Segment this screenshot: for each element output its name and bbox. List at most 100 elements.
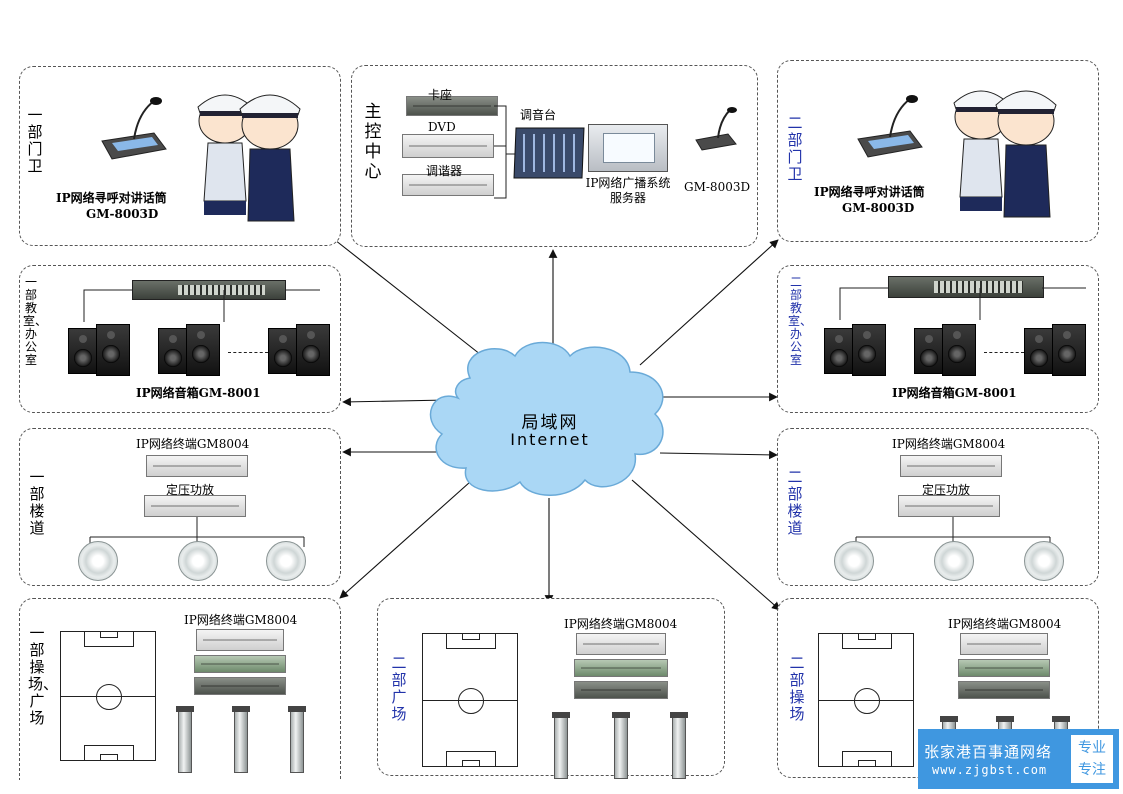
watermark-badge: 专业 专注 — [1071, 735, 1113, 783]
column-speaker-icon — [176, 706, 194, 773]
speaker-icon — [852, 324, 886, 376]
ceiling-speaker-icon — [934, 541, 974, 581]
server-screen — [603, 133, 655, 163]
panel-control-center: 主控中心 卡座 DVD 调谐器 调音台 IP网络广播系统服务器 GM-8003D — [351, 65, 758, 247]
panel-label: 二部门卫 — [787, 114, 803, 183]
arrow-to-corridor-2 — [659, 450, 778, 460]
cassette-deck-label: 卡座 — [428, 88, 453, 102]
terminal-label: IP网络终端GM8004 — [948, 617, 1062, 631]
speaker-icon — [268, 328, 298, 374]
ceiling-speaker-icon — [266, 541, 306, 581]
tuner-label: 调谐器 — [426, 164, 463, 178]
ip-terminal-unit — [900, 455, 1002, 477]
amplifier-unit — [194, 677, 286, 695]
panel-label: 一部门卫 — [27, 106, 43, 175]
terminal-label: IP网络终端GM8004 — [184, 613, 298, 627]
broadcast-server — [588, 124, 668, 172]
panel-label: 二部操场 — [789, 654, 805, 723]
speaker-icon — [186, 324, 220, 376]
amplifier-label: 定压功放 — [922, 483, 971, 497]
network-switch — [132, 280, 286, 300]
device-caption: IP网络寻呼对讲话筒 — [814, 185, 925, 199]
switch-links — [83, 289, 320, 322]
switch-links — [839, 287, 1086, 320]
panel-label: 主控中心 — [364, 102, 382, 182]
dashed-connector — [228, 352, 268, 353]
amplifier-unit — [898, 495, 1000, 517]
panel-classroom-1: 一部教室、办公室 IP网络音箱GM-8001 — [19, 265, 341, 413]
amplifier-unit — [574, 681, 668, 699]
arrow-to-gate-1 — [334, 239, 491, 363]
dashed-connector — [984, 352, 1024, 353]
terminal-label: IP网络终端GM8004 — [136, 437, 250, 451]
panel-gate-1: 一部门卫 IP网络寻呼对讲话筒 GM-8003D — [19, 66, 341, 246]
arrow-to-playground-1 — [339, 481, 471, 599]
speaker-icon — [942, 324, 976, 376]
ceiling-speaker-icon — [834, 541, 874, 581]
cloud-subtitle: Internet — [510, 430, 590, 449]
panel-label: 二部教室、办公室 — [788, 275, 813, 367]
speaker-icon — [96, 324, 130, 376]
amplifier-unit — [194, 655, 286, 673]
speaker-icon — [68, 328, 98, 374]
cloud-title: 局域网 — [521, 413, 579, 433]
ceiling-speaker-icon — [178, 541, 218, 581]
network-switch — [888, 276, 1044, 298]
device-caption: IP网络音箱GM-8001 — [136, 386, 261, 400]
column-speaker-icon — [552, 712, 570, 779]
panel-corridor-2: 二部楼道 IP网络终端GM8004 定压功放 — [777, 428, 1099, 586]
panel-label: 一部教室、办公室 — [23, 275, 48, 367]
football-field — [60, 631, 156, 761]
mixer-label: 调音台 — [520, 108, 557, 122]
watermark-tag-1: 专业 — [1078, 740, 1106, 756]
panel-gate-2: 二部门卫 IP网络寻呼对讲话筒 GM-8003D — [777, 60, 1099, 242]
mixer-console-icon — [513, 127, 585, 179]
football-field — [422, 633, 518, 767]
speaker-icon — [1052, 324, 1086, 376]
device-model: GM-8003D — [842, 201, 915, 215]
watermark-url: www.zjgbst.com — [932, 763, 1048, 777]
football-field — [818, 633, 914, 767]
paging-microphone-icon — [695, 107, 737, 151]
dvd-label: DVD — [428, 120, 456, 134]
ceiling-speaker-icon — [78, 541, 118, 581]
panel-label: 二部广场 — [391, 654, 407, 723]
tuner — [402, 174, 494, 196]
amplifier-unit — [574, 659, 668, 677]
police-cartoon-icon — [953, 90, 1057, 218]
arrow-to-playground-2 — [631, 479, 781, 611]
ip-terminal-unit — [576, 633, 666, 655]
amplifier-unit — [144, 495, 246, 517]
panel-classroom-2: 二部教室、办公室 IP网络音箱GM-8001 — [777, 265, 1099, 413]
panel-corridor-1: 一部楼道 IP网络终端GM8004 定压功放 — [19, 428, 341, 586]
speaker-icon — [824, 328, 854, 374]
terminal-label: IP网络终端GM8004 — [892, 437, 1006, 451]
amplifier-unit — [958, 659, 1050, 677]
panel-square-2: 二部广场 IP网络终端GM8004 — [377, 598, 725, 779]
panel-playground-1: 一部操场、广场 IP网络终端GM8004 — [19, 598, 341, 780]
device-caption: IP网络音箱GM-8001 — [892, 386, 1017, 400]
speaker-icon — [1024, 328, 1054, 374]
amplifier-label: 定压功放 — [166, 483, 215, 497]
paging-microphone-icon — [857, 95, 923, 158]
column-speaker-icon — [612, 712, 630, 779]
panel-label: 一部操场、广场 — [28, 624, 59, 727]
panel-label: 二部楼道 — [787, 468, 803, 537]
panel-label: 一部楼道 — [29, 468, 45, 537]
watermark-banner[interactable]: 张家港百事通网络 www.zjgbst.com 专业 专注 — [918, 729, 1119, 789]
device-caption: IP网络寻呼对讲话筒 — [56, 191, 167, 205]
ip-terminal-unit — [960, 633, 1048, 655]
police-cartoon-icon — [197, 94, 301, 222]
watermark-tag-2: 专注 — [1078, 762, 1106, 778]
dvd-player — [402, 134, 494, 158]
amplifier-unit — [958, 681, 1050, 699]
watermark-name: 张家港百事通网络 — [924, 743, 1053, 761]
device-model: GM-8003D — [86, 207, 159, 221]
speaker-icon — [914, 328, 944, 374]
server-label: IP网络广播系统服务器 — [585, 176, 671, 205]
column-speaker-icon — [232, 706, 250, 773]
column-speaker-icon — [288, 706, 306, 773]
arrow-to-classroom-1 — [342, 397, 449, 407]
